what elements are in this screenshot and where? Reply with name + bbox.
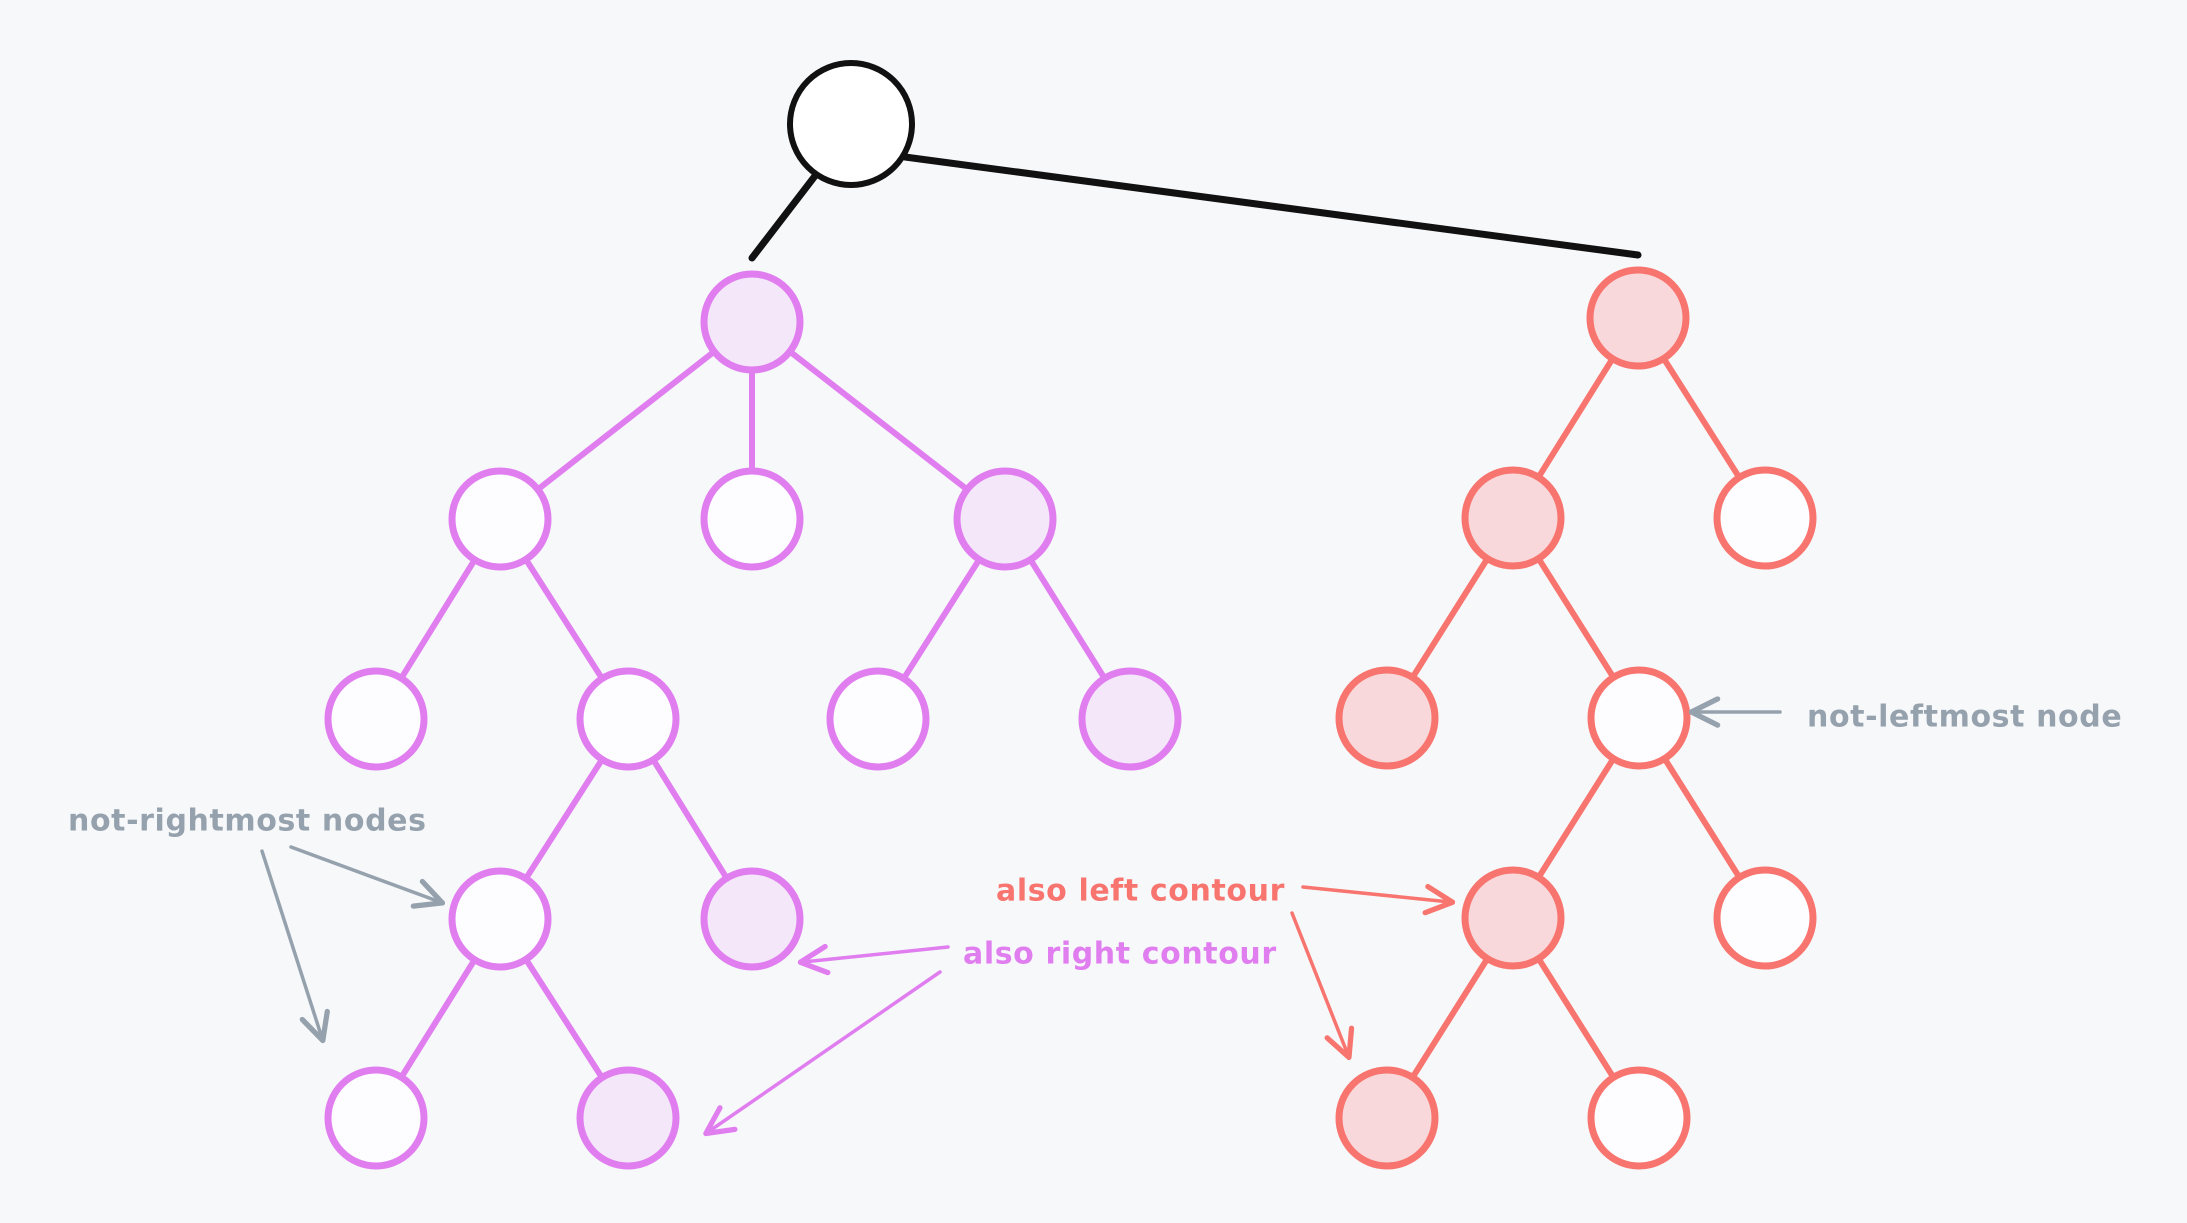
purple-node-grandchild-1[interactable]	[324, 667, 428, 771]
red-node-child-right[interactable]	[1713, 466, 1817, 570]
purple-node-child-3[interactable]	[953, 467, 1057, 571]
right-subtree-node-group	[1335, 266, 1817, 1170]
purple-node-grandchild-3[interactable]	[826, 667, 930, 771]
root-to-left-subtree	[748, 168, 822, 262]
root-node-group	[787, 60, 915, 188]
tree-edge-L0-L1c	[749, 319, 1008, 522]
arrow-not-rightmost-a	[289, 845, 446, 909]
red-node-d3-left[interactable]	[1461, 866, 1565, 970]
root-edge-group	[748, 153, 1642, 262]
purple-node-depth4-1[interactable]	[324, 1066, 428, 1170]
purple-node-grandchild-4[interactable]	[1078, 667, 1182, 771]
purple-node-root[interactable]	[700, 270, 804, 374]
arrow-not-rightmost-b	[260, 849, 330, 1044]
red-node-root[interactable]	[1586, 266, 1690, 370]
arrow-left-contour-b	[1290, 911, 1355, 1061]
left-subtree-node-group	[324, 270, 1182, 1170]
red-node-gc-left[interactable]	[1335, 666, 1439, 770]
purple-node-depth3-1[interactable]	[448, 867, 552, 971]
purple-node-child-1[interactable]	[448, 467, 552, 571]
purple-node-child-2[interactable]	[700, 467, 804, 571]
red-node-d4-left[interactable]	[1335, 1066, 1439, 1170]
tree-edge-L0-L1a	[497, 319, 755, 522]
arrow-right-contour-a	[797, 943, 950, 976]
root-to-right-subtree	[901, 153, 1642, 259]
annotation-not-leftmost-node-label: not-leftmost node	[1807, 700, 2122, 735]
annotation-also-left-contour-label: also left contour	[996, 874, 1285, 909]
red-node-child-left[interactable]	[1461, 466, 1565, 570]
red-node-gc-right[interactable]	[1587, 666, 1691, 770]
purple-node-depth4-2[interactable]	[576, 1066, 680, 1170]
right-subtree-edge-group	[1384, 315, 1768, 1121]
annotation-not-rightmost-nodes-label: not-rightmost nodes	[68, 804, 427, 839]
purple-node-depth3-2[interactable]	[700, 867, 804, 971]
annotation-also-right-contour-label: also right contour	[963, 937, 1277, 972]
purple-node-grandchild-2[interactable]	[576, 667, 680, 771]
left-subtree-edge-group	[373, 319, 1133, 1121]
annotation-group: not-leftmost node not-rightmost nodes also…	[68, 696, 2122, 1137]
arrow-left-contour-a	[1301, 883, 1456, 916]
red-node-d4-right[interactable]	[1587, 1066, 1691, 1170]
arrow-right-contour-b	[703, 970, 942, 1137]
red-node-d3-right[interactable]	[1713, 866, 1817, 970]
root-node[interactable]	[787, 60, 915, 188]
